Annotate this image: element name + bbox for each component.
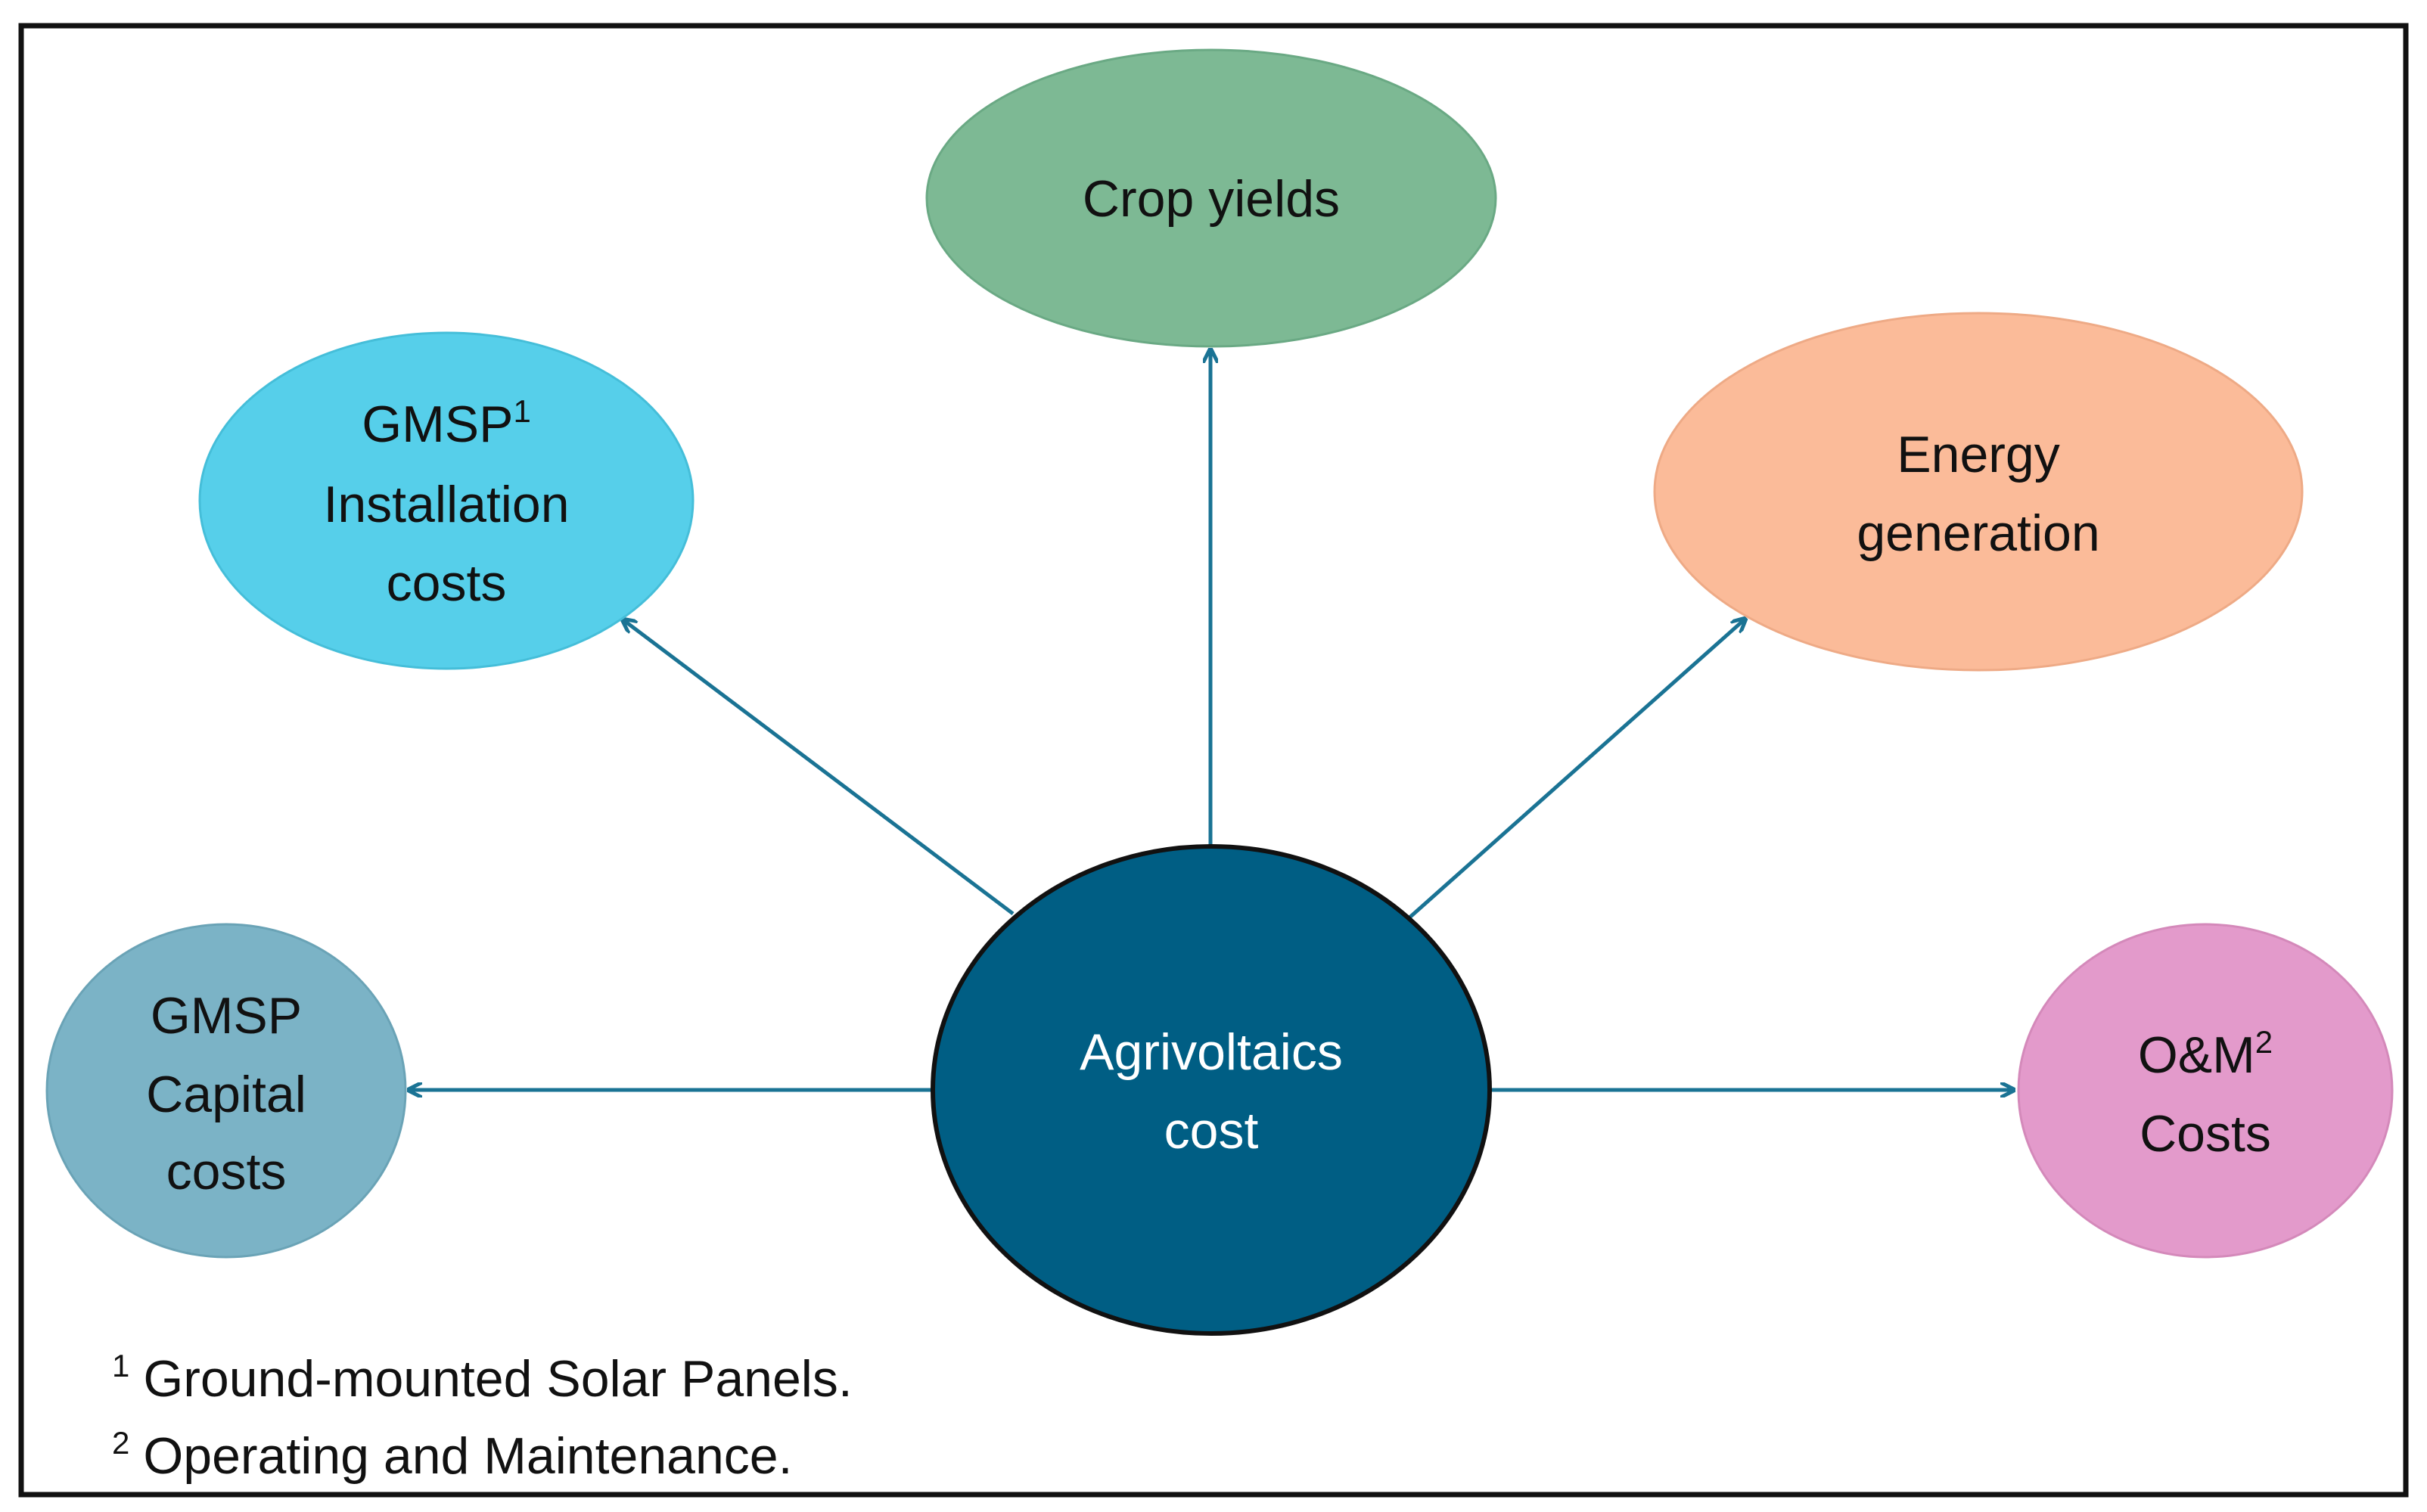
gmsp-capital-line2: Capital	[146, 1066, 306, 1123]
footnote-1-text: Ground-mounted Solar Panels.	[143, 1350, 852, 1408]
node-agrivoltaics-cost: Agrivoltaics cost	[931, 844, 1492, 1336]
gmsp-installation-line2: Installation	[323, 476, 569, 533]
crop-yields-label: Crop yields	[1083, 170, 1340, 228]
energy-generation-ellipse	[1653, 312, 2304, 672]
node-om-costs: O&M2 Costs	[2017, 923, 2394, 1259]
agrivoltaics-cost-line1: Agrivoltaics	[1080, 1023, 1343, 1081]
footnote-ref-2: 2	[2255, 1024, 2273, 1060]
gmsp-installation-line3: costs	[387, 554, 507, 612]
gmsp-installation-abbrev: GMSP	[362, 396, 513, 453]
arrow-to-gmsp-installation	[623, 619, 1015, 915]
om-abbrev: O&M	[2138, 1026, 2255, 1084]
agrivoltaics-cost-ellipse	[931, 844, 1492, 1336]
node-crop-yields: Crop yields	[925, 48, 1497, 348]
footnote-2: 2 Operating and Maintenance.	[112, 1425, 793, 1485]
om-costs-line2: Costs	[2140, 1105, 2271, 1163]
connectors	[409, 349, 2014, 1090]
om-costs-line1: O&M2	[2138, 1024, 2273, 1084]
node-gmsp-installation: GMSP1 Installation costs	[198, 331, 695, 670]
footnote-2-text: Operating and Maintenance.	[143, 1427, 792, 1485]
node-gmsp-capital: GMSP Capital costs	[45, 923, 407, 1259]
gmsp-capital-line1: GMSP	[151, 987, 302, 1045]
footnote-2-marker: 2	[112, 1425, 129, 1461]
agrivoltaics-cost-line2: cost	[1164, 1102, 1259, 1160]
footnote-1-marker: 1	[112, 1348, 129, 1383]
crop-yields-ellipse	[925, 48, 1497, 348]
footnotes: 1 Ground-mounted Solar Panels. 2 Operating…	[112, 1348, 853, 1485]
arrow-to-energy-generation	[1407, 619, 1745, 920]
om-costs-ellipse	[2017, 923, 2394, 1259]
gmsp-capital-ellipse	[45, 923, 407, 1259]
energy-generation-line2: generation	[1857, 505, 2099, 562]
footnote-ref-1: 1	[513, 393, 530, 429]
node-energy-generation: Energy generation	[1653, 312, 2304, 672]
gmsp-installation-ellipse	[198, 331, 695, 670]
gmsp-installation-line1: GMSP1	[362, 393, 531, 453]
gmsp-capital-line3: costs	[166, 1143, 287, 1200]
energy-generation-line1: Energy	[1897, 426, 2059, 483]
footnote-1: 1 Ground-mounted Solar Panels.	[112, 1348, 853, 1408]
